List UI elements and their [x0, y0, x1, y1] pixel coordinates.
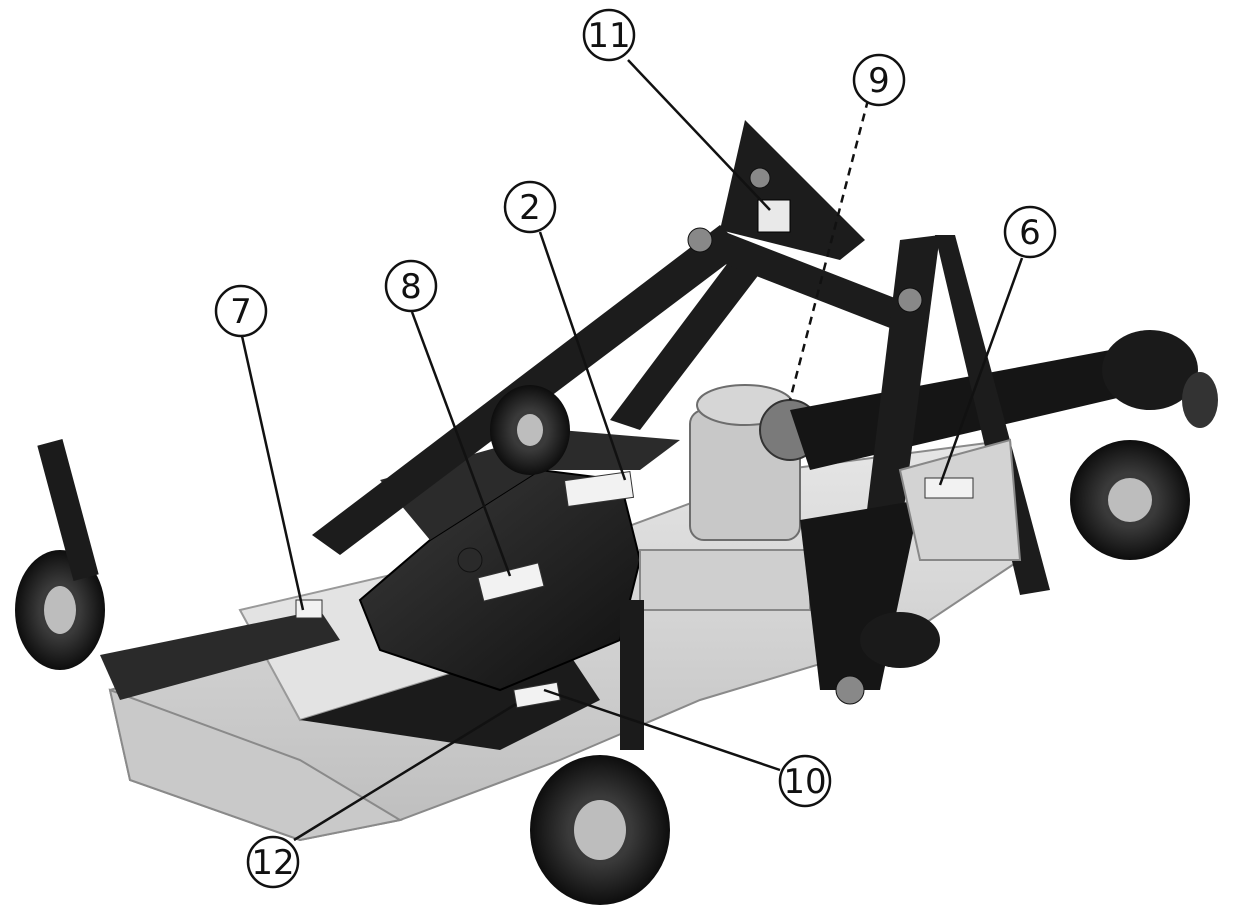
callout-label: 2: [519, 188, 541, 228]
callout-label: 11: [587, 16, 630, 56]
leader-10: [543, 688, 781, 772]
decal-2: [563, 470, 635, 508]
caster-wheel-left-front: [15, 439, 105, 670]
callout-label: 10: [783, 762, 826, 802]
caster-wheel-front: [530, 600, 670, 905]
pto-shaft: [790, 330, 1218, 470]
caster-wheel-left-rear: [490, 385, 570, 475]
callout-11: 11: [582, 8, 636, 62]
callout-8: 8: [384, 259, 438, 313]
leader-7: [240, 335, 305, 611]
decal-10: [513, 681, 561, 709]
leader-2: [538, 231, 627, 481]
callout-label: 12: [251, 843, 294, 883]
gearbox: [639, 384, 821, 611]
callout-label: 6: [1019, 213, 1041, 253]
callout-label: 7: [230, 292, 252, 332]
decal-6: [924, 477, 974, 499]
callout-10: 10: [778, 754, 832, 808]
callout-2: 2: [503, 180, 557, 234]
leader-12: [293, 702, 517, 842]
leader-6: [938, 257, 1024, 486]
callout-label: 8: [400, 267, 422, 307]
caster-wheel-right: [1070, 440, 1190, 560]
callout-6: 6: [1003, 205, 1057, 259]
callout-label: 9: [868, 61, 890, 101]
rear-roller: [860, 612, 940, 668]
decal-11: [757, 199, 791, 233]
leader-8: [410, 311, 512, 577]
leader-9: [788, 99, 870, 401]
leader-11: [627, 59, 771, 211]
oil-cap: [457, 547, 483, 573]
right-deck-plate: [898, 438, 1022, 561]
callout-9: 9: [852, 53, 906, 107]
callout-7: 7: [214, 284, 268, 338]
callout-12: 12: [246, 835, 300, 889]
